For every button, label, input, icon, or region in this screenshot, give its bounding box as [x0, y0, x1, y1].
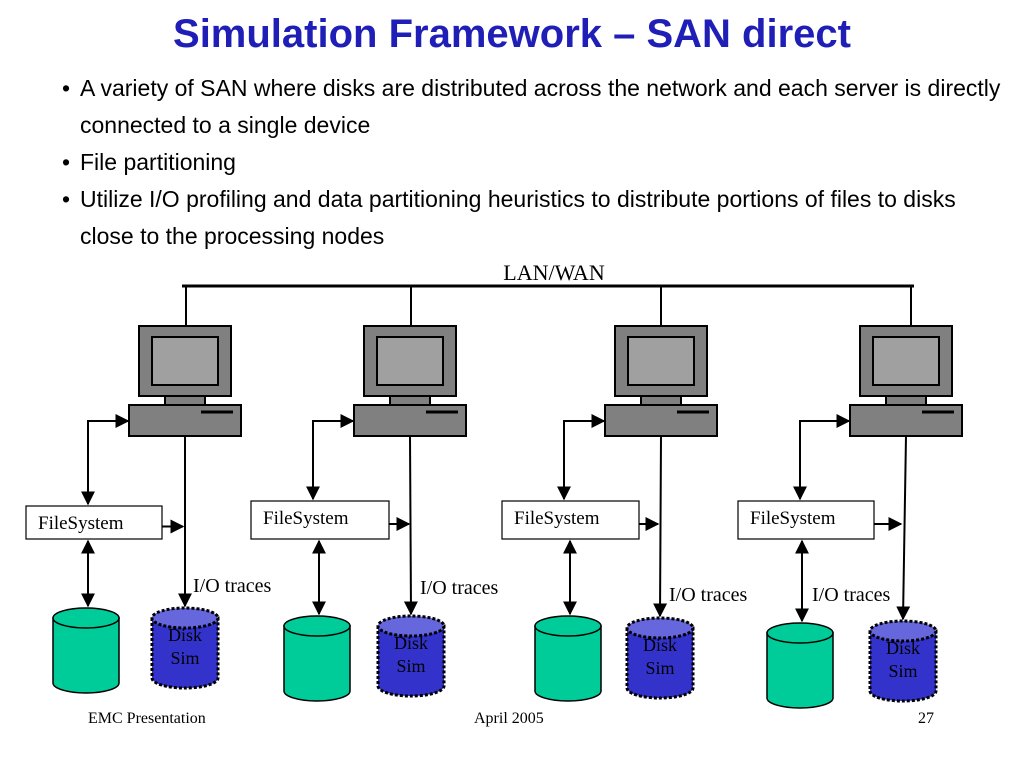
cylinder-top	[534, 615, 602, 637]
cylinder-top	[625, 616, 695, 640]
computer-icon	[849, 325, 963, 437]
cylinder-body	[868, 629, 938, 703]
disk-cylinder	[534, 615, 602, 702]
footer-left: EMC Presentation	[88, 710, 206, 727]
disk-cylinder	[766, 622, 834, 709]
monitor-screen	[151, 336, 219, 386]
trace-arrow	[653, 435, 668, 618]
cylinder-top	[766, 622, 834, 644]
page-number: 27	[918, 710, 934, 727]
cylinder-body	[52, 617, 120, 694]
disk-sim-label: Disk	[886, 638, 920, 658]
computer-base	[128, 404, 242, 437]
monitor-screen	[627, 336, 695, 386]
cylinder-body	[376, 624, 446, 698]
filesystem-box	[250, 500, 390, 540]
disk-sim-label: Disk	[643, 635, 677, 655]
disk-cylinder	[52, 607, 120, 694]
filesystem-label: FileSystem	[750, 508, 836, 529]
computer-filesystem-connector	[306, 414, 355, 501]
disk-sim-label: Sim	[645, 658, 674, 678]
cylinder-top	[376, 614, 446, 638]
io-traces-label: I/O traces	[193, 575, 272, 597]
monitor-screen	[872, 336, 940, 386]
monitor-stand	[640, 395, 682, 406]
computer-filesystem-connector	[81, 414, 130, 506]
filesystem-label: FileSystem	[38, 513, 124, 534]
network-label: LAN/WAN	[503, 260, 605, 285]
monitor-screen	[376, 336, 444, 386]
io-traces-label: I/O traces	[669, 584, 748, 606]
filesystem-box	[737, 500, 875, 540]
slide-title: Simulation Framework – SAN direct	[173, 12, 851, 56]
trace-arrow	[403, 435, 418, 616]
disk-sim-label: Disk	[394, 633, 428, 653]
filesystem-label: FileSystem	[514, 508, 600, 529]
cylinder-body	[150, 616, 220, 690]
bullet-item: File partitioning	[62, 144, 1012, 181]
bullet-list: A variety of SAN where disks are distrib…	[62, 70, 1012, 255]
computer-base	[353, 404, 467, 437]
disk-cylinder	[283, 615, 351, 702]
disk-sim-label: Sim	[396, 656, 425, 676]
cylinder-body	[283, 625, 351, 702]
bullet-item: A variety of SAN where disks are distrib…	[62, 70, 1012, 144]
io-traces-label: I/O traces	[812, 584, 891, 606]
footer-date: April 2005	[474, 710, 544, 727]
disk-sim-label: Sim	[170, 648, 199, 668]
computer-base	[849, 404, 963, 437]
disk-sim-label: Sim	[888, 661, 917, 681]
computer-base	[604, 404, 718, 437]
bullet-item: Utilize I/O profiling and data partition…	[62, 181, 1012, 255]
monitor-stand	[164, 395, 206, 406]
computer-icon	[353, 325, 467, 437]
filesystem-label: FileSystem	[263, 508, 349, 529]
computer-filesystem-connector	[557, 414, 606, 501]
disk-sim-label: Disk	[168, 625, 202, 645]
cylinder-body	[766, 632, 834, 709]
cylinder-top	[150, 606, 220, 630]
cylinder-top	[52, 607, 120, 629]
filesystem-box	[25, 505, 163, 540]
trace-arrow	[896, 435, 911, 621]
io-traces-label: I/O traces	[420, 577, 499, 599]
cylinder-body	[534, 625, 602, 702]
filesystem-box	[501, 500, 640, 540]
computer-filesystem-connector	[793, 414, 851, 501]
monitor-stand	[885, 395, 927, 406]
monitor-stand	[389, 395, 431, 406]
cylinder-body	[625, 626, 695, 700]
cylinder-top	[283, 615, 351, 637]
cylinder-top	[868, 619, 938, 643]
computer-icon	[128, 325, 242, 437]
computer-icon	[604, 325, 718, 437]
